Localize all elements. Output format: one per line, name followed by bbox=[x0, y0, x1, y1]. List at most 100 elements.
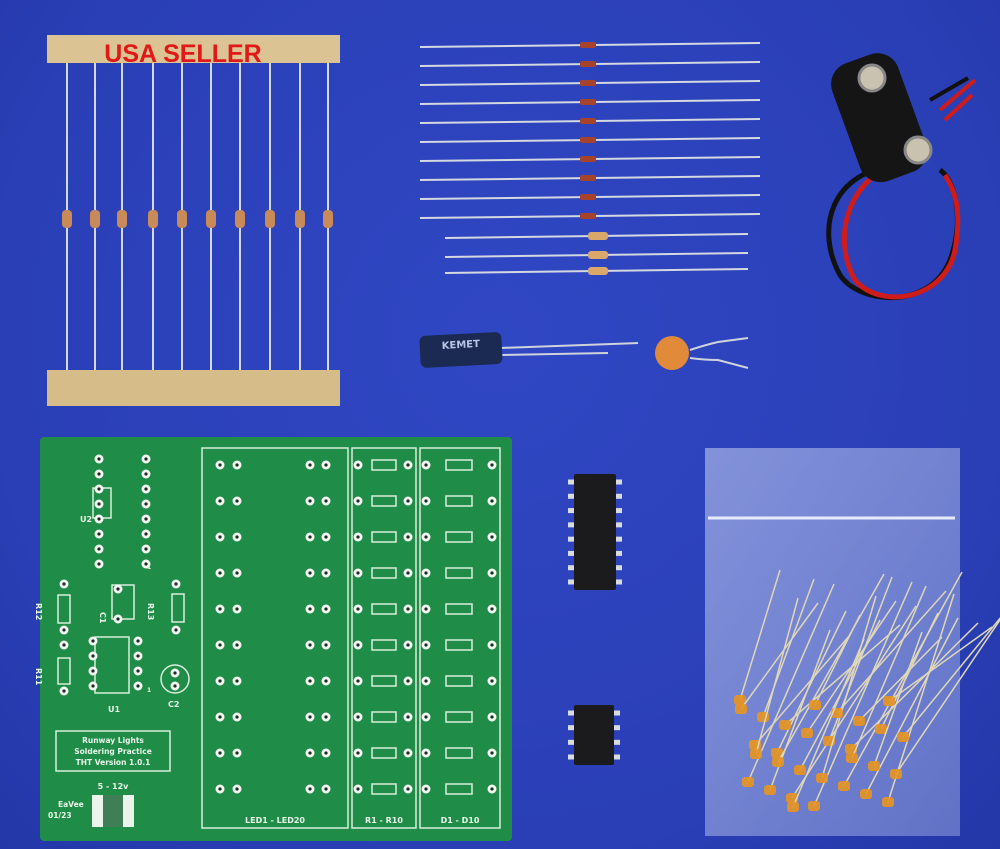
resistor-footprint bbox=[371, 567, 397, 579]
led-body bbox=[794, 765, 806, 775]
led-lead bbox=[754, 634, 851, 746]
diode-footprint bbox=[445, 567, 473, 579]
resistor-footprint bbox=[371, 603, 397, 615]
ic-pin bbox=[614, 565, 622, 571]
resistor-body bbox=[295, 210, 305, 228]
led-lead bbox=[755, 597, 799, 755]
diode-body bbox=[580, 61, 596, 67]
pcb-hole bbox=[174, 628, 178, 632]
pcb-hole bbox=[97, 472, 101, 476]
pcb-hole bbox=[356, 679, 360, 683]
ref-r13: R13 bbox=[146, 603, 155, 620]
ic-pin bbox=[612, 754, 620, 760]
pcb-hole bbox=[308, 715, 312, 719]
ic-pin bbox=[612, 710, 620, 716]
pcb-hole bbox=[406, 679, 410, 683]
pcb-hole bbox=[235, 715, 239, 719]
pcb-hole bbox=[235, 679, 239, 683]
pcb-hole bbox=[136, 669, 140, 673]
led-body bbox=[875, 724, 887, 734]
diode-footprint bbox=[445, 783, 473, 795]
pcb-hole bbox=[324, 679, 328, 683]
pcb-hole bbox=[424, 679, 428, 683]
led-lead bbox=[813, 581, 913, 807]
pcb-hole bbox=[490, 643, 494, 647]
resistor-body bbox=[323, 210, 333, 228]
led-lead bbox=[791, 605, 917, 799]
battery-clip bbox=[826, 53, 977, 301]
pcb-hole bbox=[91, 654, 95, 658]
resistor-label: R1 - R10 bbox=[365, 816, 403, 825]
led-body bbox=[735, 704, 747, 714]
pcb-hole bbox=[490, 715, 494, 719]
pcb-hole bbox=[406, 607, 410, 611]
pcb-hole bbox=[218, 571, 222, 575]
resistor-body bbox=[588, 232, 608, 240]
pcb-hole bbox=[406, 643, 410, 647]
diode-footprint bbox=[445, 531, 473, 543]
led-body bbox=[787, 802, 799, 812]
pcb-hole bbox=[490, 679, 494, 683]
led-bag bbox=[705, 448, 1000, 836]
led-lead bbox=[880, 612, 939, 730]
pcb-hole bbox=[62, 582, 66, 586]
pcb-hole bbox=[97, 562, 101, 566]
ref-u1: U1 bbox=[108, 705, 120, 714]
diode-footprint bbox=[445, 603, 473, 615]
ic-pin bbox=[614, 550, 622, 556]
pcb-board: U2 U1 C1 C2 R11 R12 R13 1 1 Runway Light… bbox=[34, 437, 512, 841]
pcb-hole bbox=[406, 787, 410, 791]
diode-body bbox=[580, 213, 596, 219]
led-lead bbox=[821, 595, 877, 779]
ic-pin bbox=[568, 579, 576, 585]
pcb-hole bbox=[173, 684, 177, 688]
ic-body bbox=[574, 474, 616, 590]
pcb-hole bbox=[218, 751, 222, 755]
ic-pin bbox=[568, 550, 576, 556]
resistor-body bbox=[235, 210, 245, 228]
led-lead bbox=[792, 638, 865, 808]
pcb-hole bbox=[324, 463, 328, 467]
pcb-hole bbox=[136, 639, 140, 643]
ic-pin bbox=[568, 565, 576, 571]
resistor-footprint bbox=[371, 495, 397, 507]
led-lead bbox=[865, 617, 959, 795]
pcb-hole bbox=[144, 472, 148, 476]
resistor-body bbox=[265, 210, 275, 228]
resistor-footprint bbox=[371, 675, 397, 687]
pcb-hole bbox=[235, 571, 239, 575]
pcb-hole bbox=[490, 535, 494, 539]
pcb-hole bbox=[356, 535, 360, 539]
pcb-hole bbox=[97, 502, 101, 506]
pcb-hole bbox=[308, 679, 312, 683]
pcb-hole bbox=[424, 787, 428, 791]
led-body bbox=[890, 769, 902, 779]
diode-body bbox=[580, 194, 596, 200]
pcb-hole bbox=[144, 532, 148, 536]
pcb-hole bbox=[324, 571, 328, 575]
led-lead bbox=[850, 622, 979, 750]
pcb-hole bbox=[218, 463, 222, 467]
ic-pin bbox=[568, 479, 576, 485]
pin1-u1: 1 bbox=[147, 687, 151, 694]
pcb-hole bbox=[308, 571, 312, 575]
pcb-hole bbox=[406, 715, 410, 719]
resistor-footprint bbox=[371, 783, 397, 795]
resistor-body bbox=[588, 267, 608, 275]
pcb-hole bbox=[62, 628, 66, 632]
pcb-hole bbox=[97, 532, 101, 536]
pcb-silkscreen bbox=[55, 447, 501, 829]
ic-pin bbox=[568, 754, 576, 760]
pcb-hole bbox=[136, 684, 140, 688]
pcb-hole bbox=[97, 457, 101, 461]
led-body bbox=[838, 781, 850, 791]
pcb-hole bbox=[97, 547, 101, 551]
led-body bbox=[897, 732, 909, 742]
pcb-hole bbox=[424, 751, 428, 755]
led-lead bbox=[739, 569, 781, 701]
resistor-leads bbox=[62, 60, 333, 375]
diode-body bbox=[580, 137, 596, 143]
resistor-body bbox=[588, 251, 608, 259]
diode-footprint bbox=[445, 639, 473, 651]
